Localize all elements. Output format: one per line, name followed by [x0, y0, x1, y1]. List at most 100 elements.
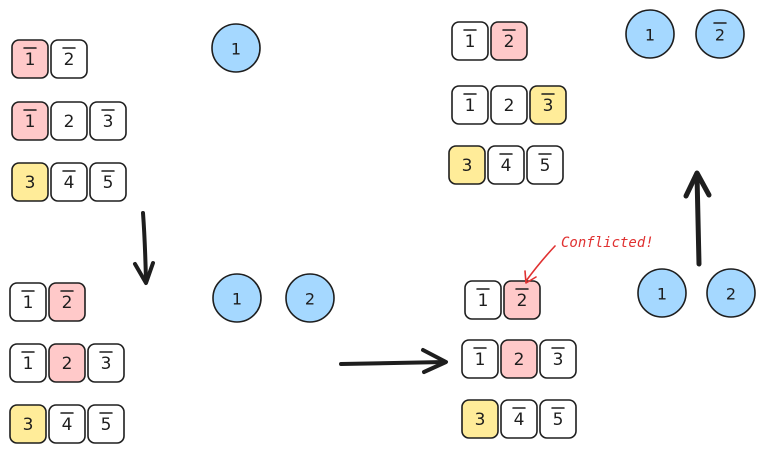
node-circle: 1 — [637, 268, 687, 318]
cell-row: 3 4 5 — [11, 162, 127, 202]
cell-background — [503, 280, 541, 320]
arrow-down-head — [133, 261, 155, 285]
cell-background — [461, 399, 499, 439]
cell-box: 3 — [11, 162, 49, 202]
cell-background — [500, 339, 538, 379]
cell-box: 1 — [464, 280, 502, 320]
cell-label: 2 — [517, 291, 528, 311]
cell-box: 2 — [500, 339, 538, 379]
cell-background — [451, 85, 489, 125]
arrow-up-head — [683, 170, 712, 199]
cell-label: 2 — [62, 293, 73, 313]
cell-box: 3 — [89, 101, 127, 141]
cell-label: 4 — [64, 173, 75, 193]
cell-background — [461, 339, 499, 379]
cell-label: 5 — [540, 156, 551, 176]
cell-box: 5 — [89, 162, 127, 202]
cell-label: 1 — [475, 350, 486, 370]
cell-box: 1 — [9, 343, 47, 383]
cell-label: 1 — [23, 293, 34, 313]
cell-label: 3 — [543, 96, 554, 116]
cell-background — [11, 101, 49, 141]
cell-box: 3 — [87, 343, 125, 383]
cell-box: 1 — [11, 101, 49, 141]
node-background — [625, 9, 675, 59]
cell-label: 3 — [25, 173, 36, 193]
cell-label: 1 — [23, 354, 34, 374]
node-circle: 1 — [211, 23, 261, 73]
cell-label: 1 — [478, 291, 489, 311]
cell-background — [89, 101, 127, 141]
cell-background — [48, 282, 86, 322]
cell-box: 2 — [50, 101, 88, 141]
cell-label: 1 — [25, 112, 36, 132]
panel-top-left: 1 2 1 2 3 3 4 5 1 — [11, 23, 261, 202]
cell-box: 1 — [11, 39, 49, 79]
node-label: 1 — [231, 40, 241, 59]
arrow-right-head — [421, 348, 448, 374]
cell-label: 2 — [62, 354, 73, 374]
cell-box: 5 — [87, 404, 125, 444]
cell-background — [490, 21, 528, 61]
cell-label: 3 — [103, 112, 114, 132]
cell-background — [50, 101, 88, 141]
node-label: 2 — [305, 290, 315, 309]
cell-label: 1 — [25, 50, 36, 70]
cell-background — [539, 399, 577, 439]
cell-label: 5 — [103, 173, 114, 193]
node-label: 1 — [657, 285, 667, 304]
cell-box: 2 — [490, 21, 528, 61]
cell-label: 4 — [514, 410, 525, 430]
cell-background — [50, 39, 88, 79]
node-circle: 2 — [706, 268, 756, 318]
cell-box: 1 — [9, 282, 47, 322]
node-label: 2 — [726, 285, 736, 304]
cell-label: 3 — [475, 410, 486, 430]
cell-background — [9, 343, 47, 383]
cell-box: 2 — [503, 280, 541, 320]
cell-background — [9, 282, 47, 322]
node-label: 1 — [645, 26, 655, 45]
cell-background — [448, 145, 486, 185]
node-background — [285, 273, 335, 323]
cell-box: 2 — [50, 39, 88, 79]
cell-label: 2 — [64, 50, 75, 70]
conflict-label: Conflicted! — [561, 235, 654, 251]
cell-background — [490, 85, 528, 125]
cell-background — [539, 339, 577, 379]
cell-label: 2 — [504, 96, 515, 116]
cell-label: 2 — [64, 112, 75, 132]
cell-label: 1 — [465, 96, 476, 116]
cell-box: 2 — [490, 85, 528, 125]
cell-box: 2 — [48, 282, 86, 322]
node-background — [695, 9, 745, 59]
panel-bottom-left: 1 2 1 2 3 3 4 5 1 2 — [9, 273, 335, 444]
node-circle: 2 — [285, 273, 335, 323]
node-label: 1 — [232, 290, 242, 309]
node-circle: 2 — [695, 9, 745, 59]
node-circle: 1 — [212, 273, 262, 323]
cell-background — [11, 39, 49, 79]
cell-label: 4 — [62, 415, 73, 435]
cell-label: 3 — [101, 354, 112, 374]
cell-box: 3 — [461, 399, 499, 439]
cell-box: 3 — [9, 404, 47, 444]
cell-background — [48, 343, 86, 383]
cell-label: 5 — [101, 415, 112, 435]
cell-box: 5 — [526, 145, 564, 185]
arrow-up — [694, 172, 702, 267]
cell-label: 3 — [462, 156, 473, 176]
cell-background — [464, 280, 502, 320]
node-label: 2 — [715, 26, 725, 45]
cell-background — [89, 162, 127, 202]
cell-label: 3 — [23, 415, 34, 435]
cell-background — [11, 162, 49, 202]
cell-box: 5 — [539, 399, 577, 439]
